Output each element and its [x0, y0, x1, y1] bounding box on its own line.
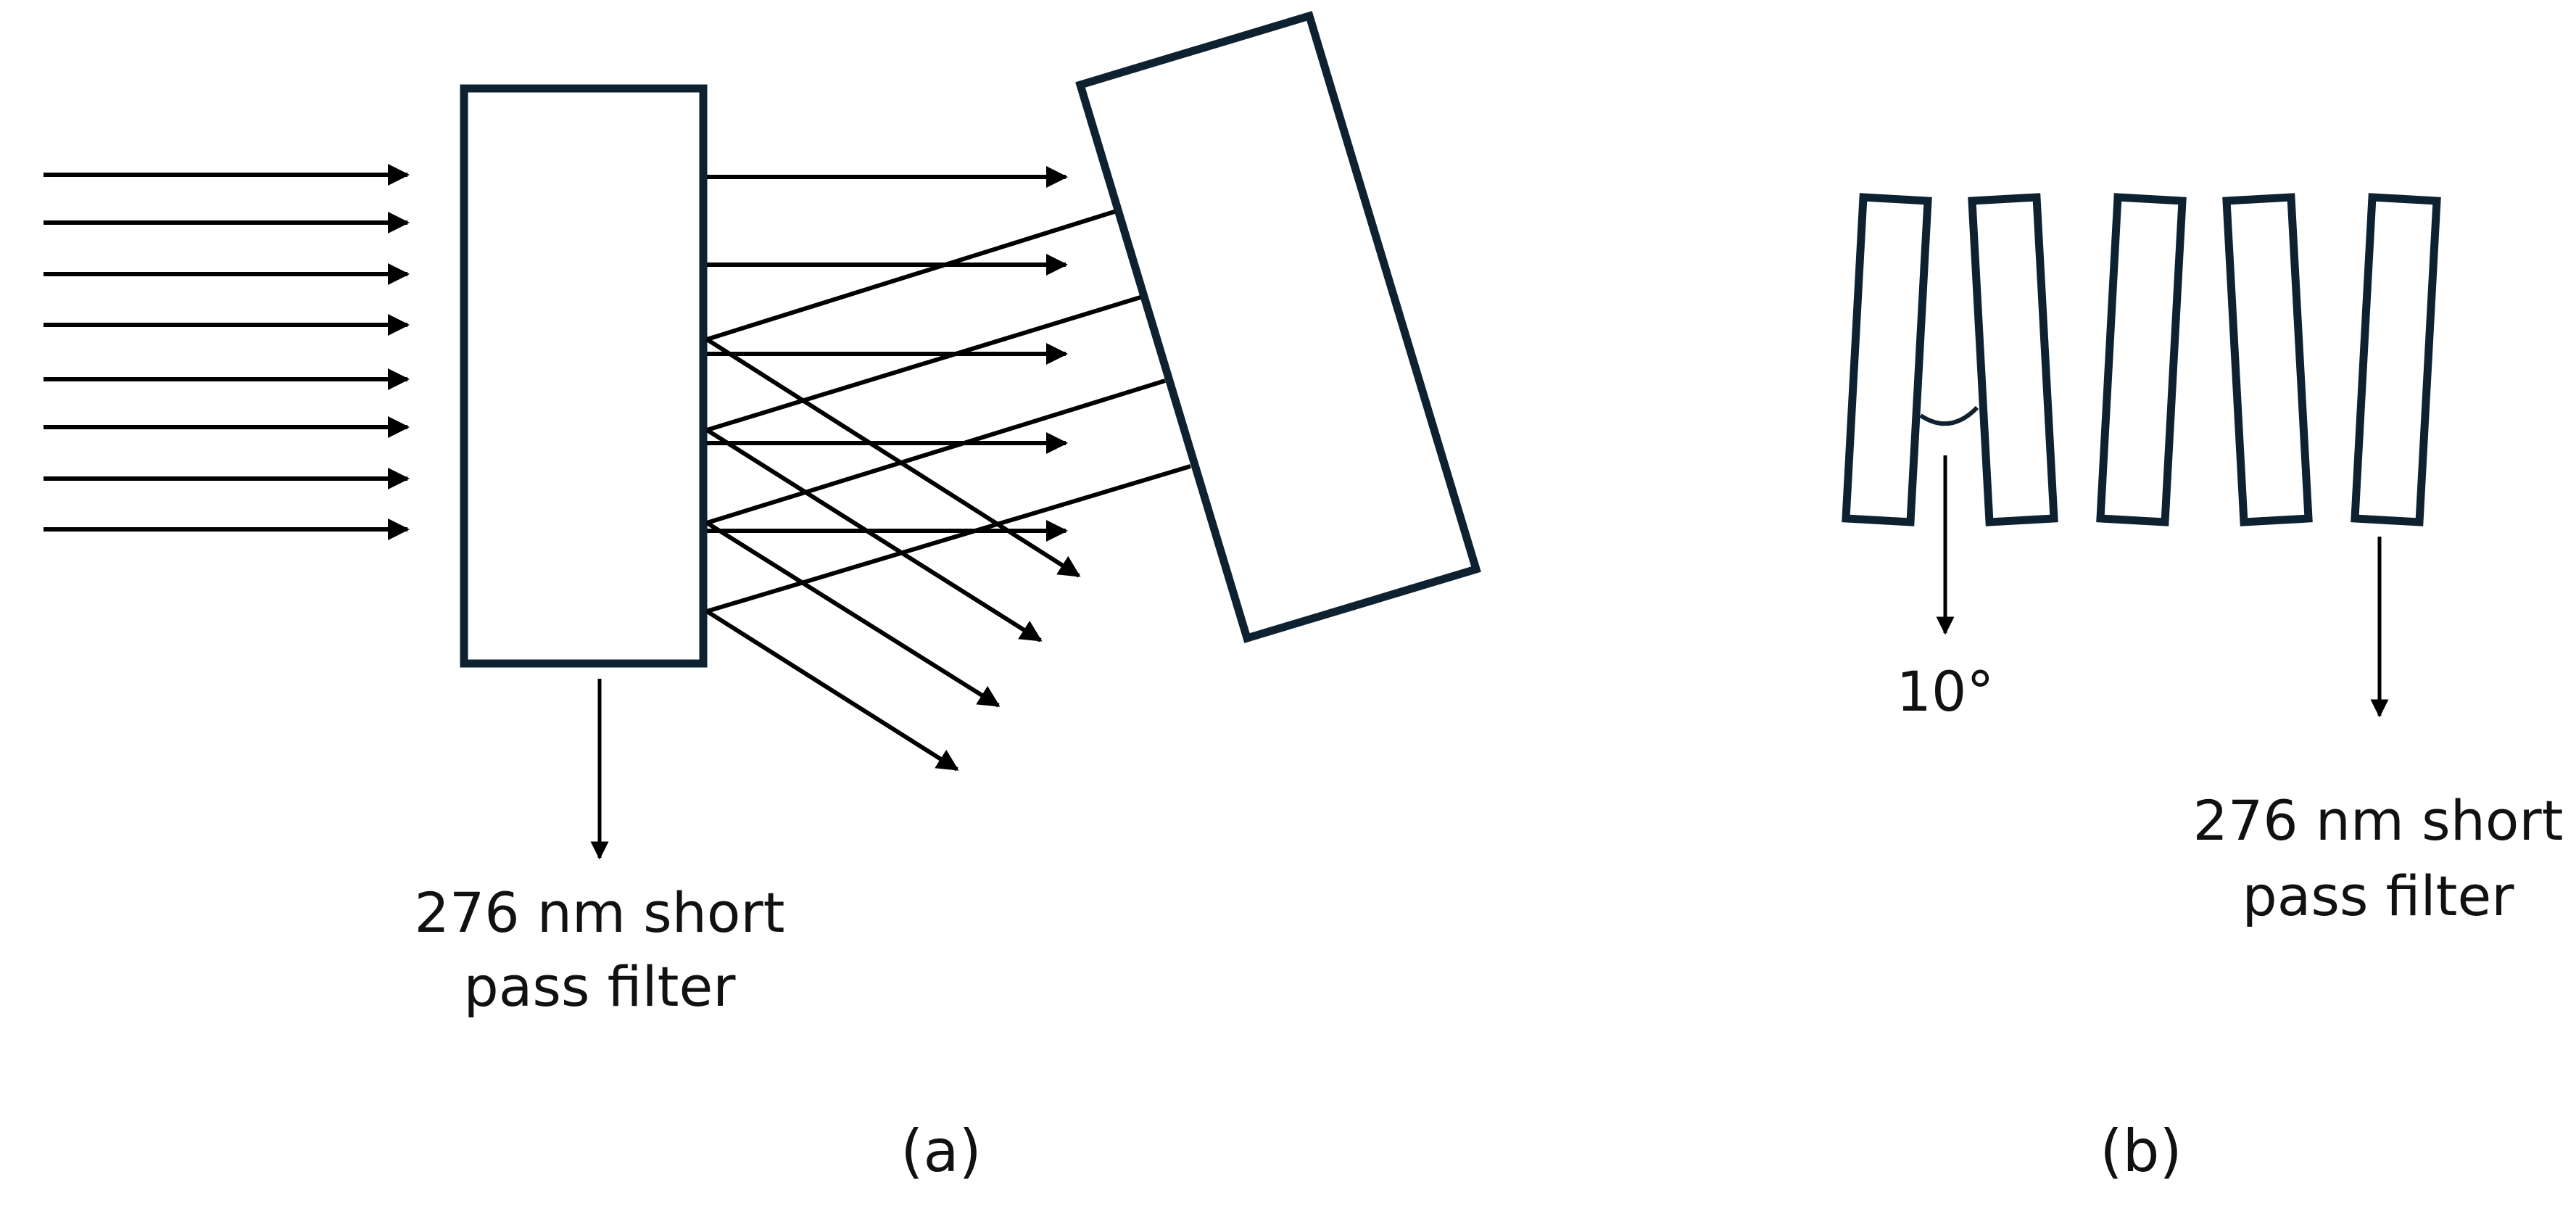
- panel-a-caption: (a): [900, 1117, 981, 1185]
- reflected-ray: [706, 295, 1141, 432]
- panel-b-caption: (b): [2100, 1117, 2182, 1185]
- filter-label-b-line2: pass filter: [2242, 864, 2515, 928]
- transmitted-rays: [707, 166, 1068, 542]
- tilted-filter-element: [1842, 193, 1932, 526]
- reflected-rays: [706, 209, 1191, 613]
- reflected-ray: [706, 464, 1191, 613]
- filter-label-line2: pass filter: [464, 954, 737, 1019]
- deflected-ray: [705, 337, 1081, 578]
- incident-rays: [44, 164, 410, 540]
- short-pass-filter-upright: [460, 84, 708, 668]
- deflected-ray: [705, 609, 959, 772]
- tilted-filter-element: [2096, 193, 2187, 526]
- tilted-filter-element: [2222, 193, 2313, 526]
- filter-label-line1: 276 nm short: [415, 880, 785, 945]
- tilt-angle-arc: [1919, 405, 1979, 426]
- reflected-ray: [706, 209, 1117, 342]
- short-pass-filter-tilted: [1075, 11, 1481, 643]
- panel-b: 10° 276 nm short pass filter (b): [1842, 193, 2564, 1185]
- tilted-filter-element: [1968, 193, 2058, 526]
- tilt-angle-label: 10°: [1897, 659, 1995, 724]
- deflected-rays: [705, 337, 1081, 772]
- filter-label-b-line1: 276 nm short: [2193, 788, 2564, 853]
- tilted-filter-element: [2351, 193, 2441, 526]
- deflected-ray: [705, 428, 1043, 642]
- panel-a: 276 nm short pass filter (a): [44, 11, 1481, 1185]
- deflected-ray: [705, 521, 1001, 708]
- reflected-ray: [706, 379, 1166, 525]
